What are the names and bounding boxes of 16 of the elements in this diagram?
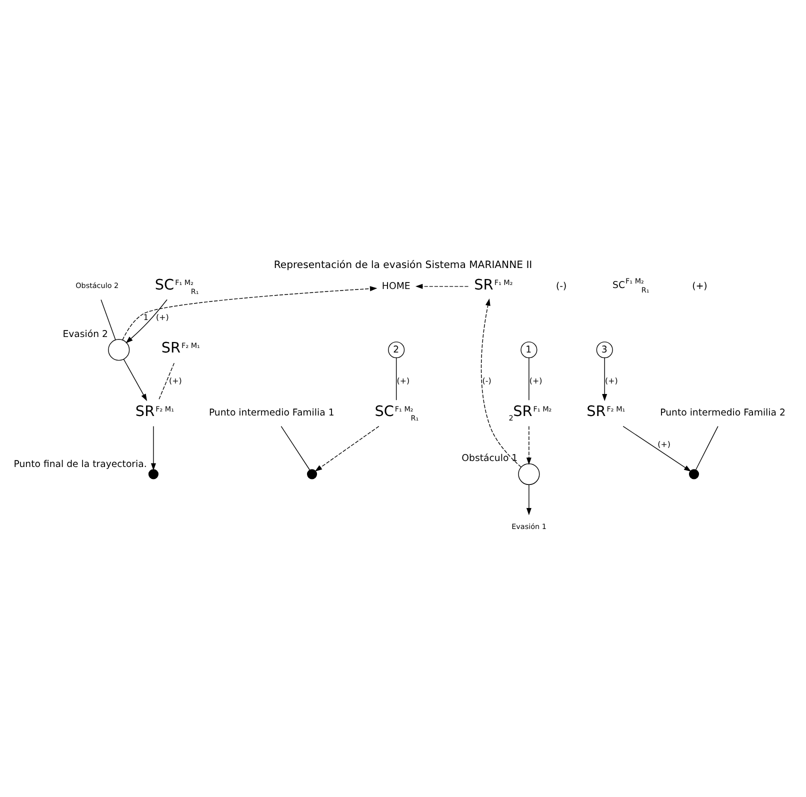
node-text: HOME	[382, 280, 410, 292]
node-label: Evasión 2	[62, 328, 108, 340]
label: (+)	[692, 280, 708, 292]
node-text: Obstáculo 2	[76, 281, 119, 290]
node-text: Punto intermedio Familia 2	[660, 408, 786, 419]
label: (-)	[556, 280, 567, 292]
node-label: Obstáculo 1	[462, 453, 518, 464]
diagram-title: Representación de la evasión Sistema MARIANNE II	[274, 260, 532, 271]
node-label: Punto final de la trayectoria.	[14, 458, 147, 470]
node-text: SR$^{F₂ M₁}$	[161, 340, 200, 357]
node-text: SR$^{F₁ M₂}$	[474, 277, 513, 294]
node-text: $_{2}$SR$^{F₁ M₂}$	[508, 404, 552, 423]
node-text: Punto intermedio Familia 1	[208, 408, 334, 419]
node-text: SR$^{F₂ M₁}$	[135, 404, 174, 420]
node-text: Evasión 1	[512, 522, 546, 531]
node-text: SR$^{F₂ M₁}$	[586, 404, 626, 420]
